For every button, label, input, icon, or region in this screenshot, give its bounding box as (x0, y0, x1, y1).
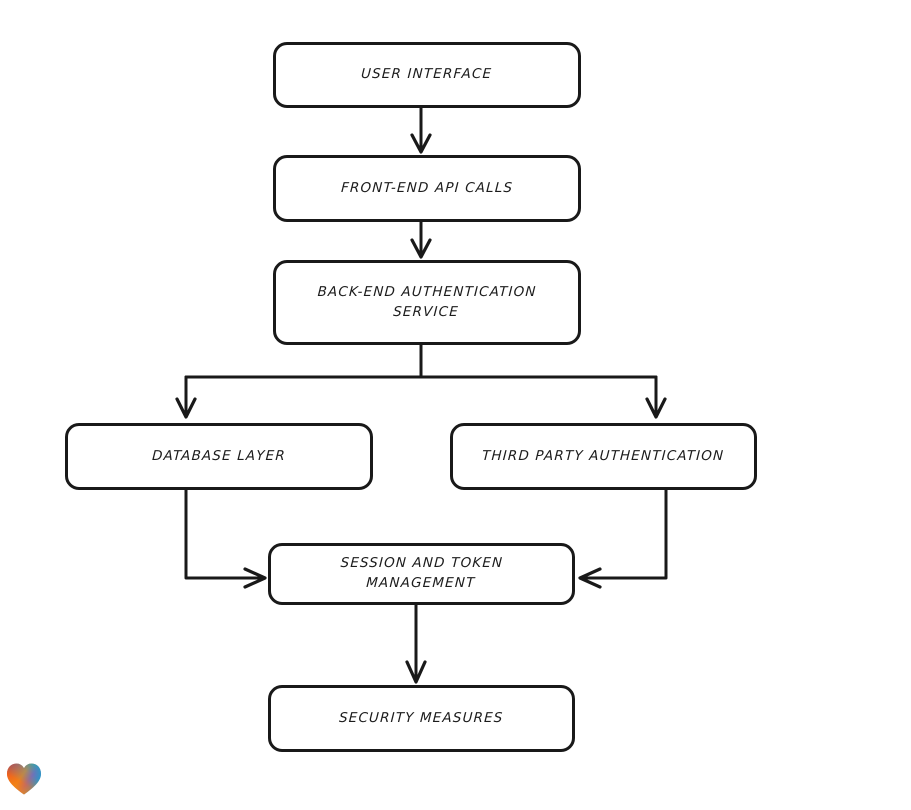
node-label-third-party-authentication: Third Party Authentication (482, 447, 726, 464)
edge-ui-to-api (410, 106, 432, 154)
edge-thirdparty-to-session (578, 488, 668, 589)
node-third-party-authentication[interactable]: Third Party Authentication (450, 423, 757, 490)
edge-api-to-backend (410, 220, 432, 259)
node-security-measures[interactable]: Security Measures (268, 685, 575, 752)
node-label-security-measures: Security Measures (338, 709, 505, 726)
heart-icon (7, 763, 41, 795)
edge-database-to-session (184, 488, 267, 589)
node-label-front-end-api-calls: Front-End API Calls (340, 179, 514, 196)
edge-backend-to-database (175, 375, 197, 419)
edge-backend-to-thirdparty (645, 375, 667, 419)
node-label-database-layer: Database Layer (151, 447, 287, 464)
edge-session-to-security (405, 603, 427, 684)
edge-backend-branch-bus (184, 343, 658, 379)
node-user-interface[interactable]: User Interface (273, 42, 581, 108)
node-session-and-token-management[interactable]: Session and Token Management (268, 543, 575, 605)
node-database-layer[interactable]: Database Layer (65, 423, 373, 490)
node-label-back-end-authentication-service: Back-End Authentication Service (317, 283, 538, 320)
node-label-user-interface: User Interface (361, 66, 494, 83)
node-label-session-and-token-management: Session and Token Management (340, 555, 504, 591)
node-front-end-api-calls[interactable]: Front-End API Calls (273, 155, 581, 222)
node-back-end-authentication-service[interactable]: Back-End Authentication Service (273, 260, 581, 345)
